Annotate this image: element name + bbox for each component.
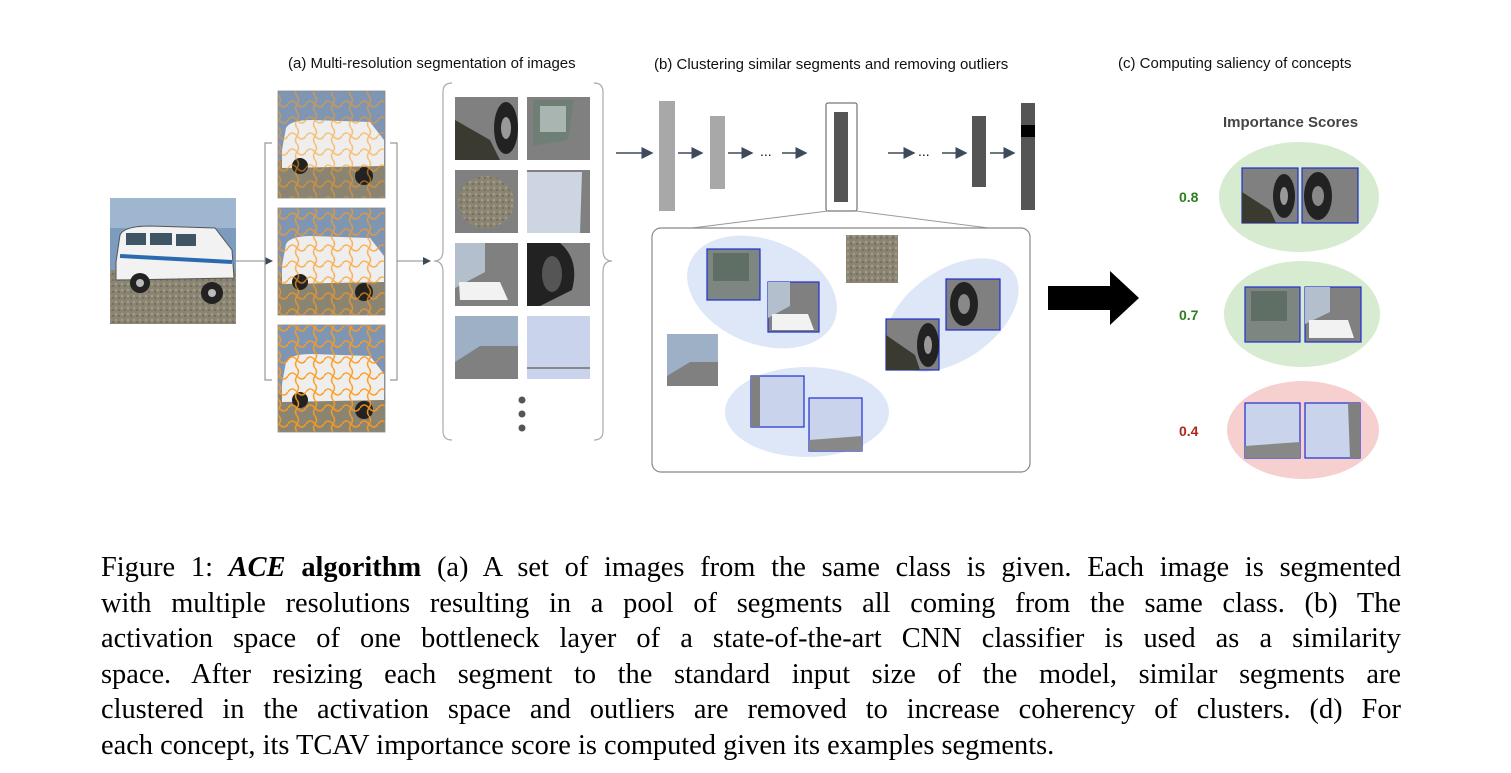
segment-pool bbox=[455, 97, 590, 432]
importance-score: 0.4 bbox=[1179, 423, 1199, 439]
concept-row-3 bbox=[1227, 381, 1379, 479]
big-right-arrow bbox=[1048, 271, 1139, 325]
caption-algorithm: algorithm bbox=[301, 552, 422, 583]
figure-caption: Figure 1: ACE algorithm (a) A set of ima… bbox=[101, 550, 1401, 763]
figure-label: Figure 1: bbox=[101, 552, 213, 583]
caption-line-3: activation space of one bottleneck layer… bbox=[101, 623, 1401, 654]
input-image bbox=[110, 198, 236, 324]
segmented-image-coarse bbox=[277, 90, 386, 199]
caption-line-1-rest: (a) A set of images from the same class … bbox=[436, 552, 1401, 583]
concept-row-1 bbox=[1219, 142, 1379, 252]
panel-a-title: (a) Multi-resolution segmentation of ima… bbox=[288, 55, 576, 72]
caption-line-6: each concept, its TCAV importance score … bbox=[101, 729, 1055, 761]
panel-c-title: (c) Computing saliency of concepts bbox=[1118, 55, 1352, 72]
caption-line-1: Figure 1: ACE algorithm (a) A set of ima… bbox=[101, 550, 1401, 586]
segmented-image-medium bbox=[277, 207, 386, 316]
importance-score: 0.8 bbox=[1179, 189, 1199, 205]
cluster-segments bbox=[667, 235, 1001, 452]
caption-line-5: clustered in the activation space and ou… bbox=[101, 694, 1401, 725]
caption-line-4: space. After resizing each segment to th… bbox=[101, 658, 1401, 690]
caption-ace: ACE bbox=[228, 552, 286, 583]
ellipsis-1: ... bbox=[760, 143, 772, 159]
cnn-layers bbox=[616, 101, 1035, 212]
panel-b-title: (b) Clustering similar segments and remo… bbox=[654, 56, 1009, 73]
concept-row-2 bbox=[1224, 261, 1380, 367]
importance-score: 0.7 bbox=[1179, 307, 1199, 323]
importance-scores-title: Importance Scores bbox=[1223, 114, 1359, 131]
segmented-image-fine bbox=[277, 324, 386, 433]
ellipsis-2: ... bbox=[918, 143, 930, 159]
caption-line-2: with multiple resolutions resulting in a… bbox=[101, 587, 1401, 619]
